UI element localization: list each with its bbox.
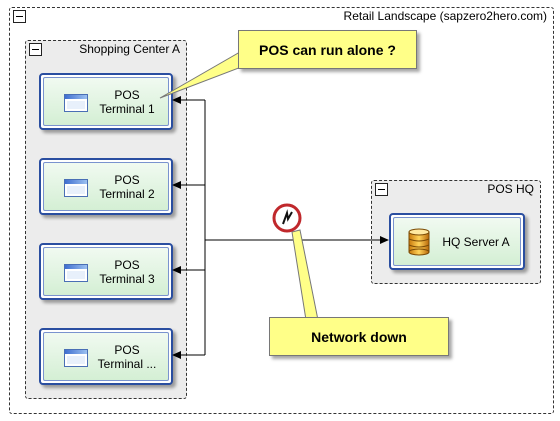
pos-terminal-2-node[interactable]: POS Terminal 2	[39, 158, 173, 215]
hq-server-node[interactable]: HQ Server A	[389, 213, 525, 270]
terminal-label: POS Terminal 1	[99, 87, 155, 116]
pos-terminal-1-node[interactable]: POS Terminal 1	[39, 73, 173, 130]
window-icon	[64, 349, 88, 367]
pos-terminal-more-node[interactable]: POS Terminal ...	[39, 328, 173, 385]
server-label: HQ Server A	[442, 234, 510, 249]
window-icon	[64, 264, 88, 282]
node-body: POS Terminal ...	[43, 332, 169, 381]
database-icon	[408, 228, 430, 256]
collapse-shopping-center-button[interactable]	[29, 43, 42, 56]
pos-hq-title: POS HQ	[487, 182, 534, 196]
error-marker	[272, 203, 302, 233]
window-icon	[64, 179, 88, 197]
question-callout: POS can run alone ?	[238, 30, 417, 69]
node-body: HQ Server A	[393, 217, 521, 266]
shopping-center-title: Shopping Center A	[79, 42, 180, 56]
network-callout-pointer	[291, 229, 319, 321]
terminal-label: POS Terminal 3	[99, 257, 155, 286]
collapse-landscape-button[interactable]	[13, 10, 26, 23]
pos-terminal-3-node[interactable]: POS Terminal 3	[39, 243, 173, 300]
question-callout-pointer	[159, 51, 245, 99]
terminal-label: POS Terminal 2	[99, 172, 155, 201]
node-body: POS Terminal 1	[43, 77, 169, 126]
landscape-title: Retail Landscape (sapzero2hero.com)	[343, 9, 547, 23]
question-callout-text: POS can run alone ?	[259, 41, 396, 58]
network-callout-text: Network down	[311, 328, 407, 345]
terminal-label: POS Terminal ...	[97, 342, 157, 371]
network-callout: Network down	[269, 317, 449, 356]
node-body: POS Terminal 3	[43, 247, 169, 296]
collapse-pos-hq-button[interactable]	[375, 183, 388, 196]
window-icon	[64, 94, 88, 112]
node-body: POS Terminal 2	[43, 162, 169, 211]
